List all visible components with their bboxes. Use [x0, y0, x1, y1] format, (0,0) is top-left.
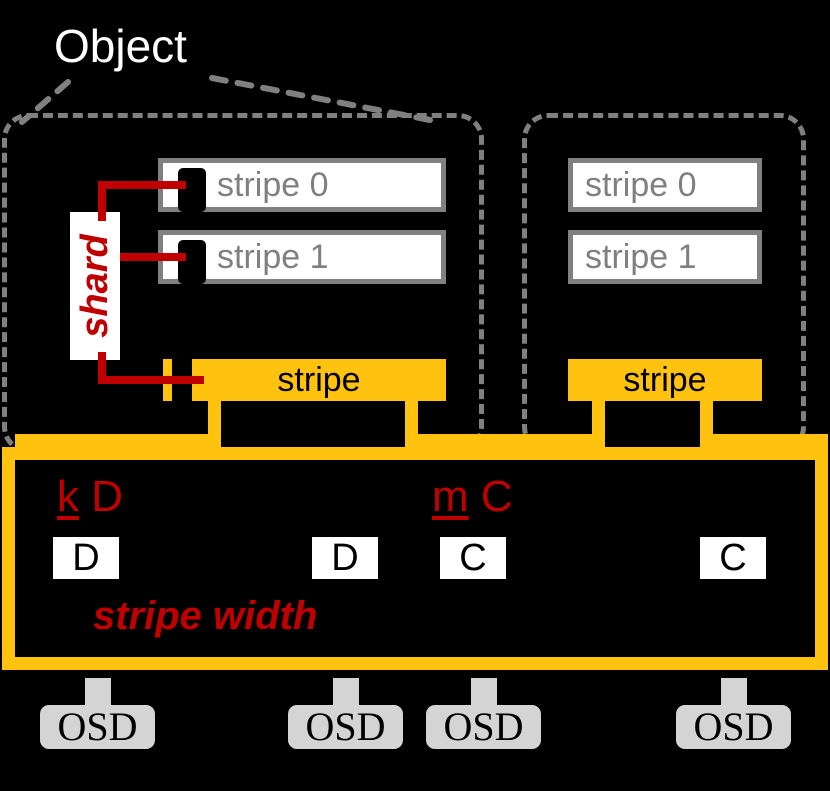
osd-stub	[333, 678, 359, 708]
stripe-row: stripe 0	[568, 158, 762, 212]
shard-connector-line	[98, 352, 106, 384]
shard-marker-icon	[178, 240, 206, 284]
chunk-box: D	[312, 537, 378, 579]
stripe-row-label: stripe 0	[217, 166, 329, 204]
stripe-row-label: stripe 1	[217, 238, 329, 276]
stripe-bar: stripe	[192, 359, 446, 401]
stripe-connector	[700, 434, 828, 447]
osd-box: OSD	[288, 705, 403, 749]
chunk-box: D	[53, 537, 119, 579]
chunk-box: C	[440, 537, 506, 579]
stripe-connector	[15, 434, 221, 447]
shard-marker-icon	[178, 168, 206, 212]
stripe-width-box	[2, 447, 828, 670]
osd-box: OSD	[676, 705, 791, 749]
shard-callout: shard	[70, 212, 120, 360]
stripe-width-label: stripe width	[93, 594, 318, 638]
stripe-row: stripe 0	[158, 158, 446, 212]
m-letter: m	[432, 472, 469, 521]
stripe-row: stripe 1	[568, 230, 762, 284]
m-chunk-letter: C	[480, 472, 513, 521]
chunk-box: C	[700, 537, 766, 579]
osd-stub	[721, 678, 747, 708]
page-title: Object	[54, 20, 187, 72]
osd-stub	[471, 678, 497, 708]
k-letter: k	[57, 472, 79, 521]
osd-stub	[85, 678, 111, 708]
stripe-row: stripe 1	[158, 230, 446, 284]
osd-box: OSD	[40, 705, 155, 749]
k-data-label: k D	[57, 474, 123, 520]
stripe-row-label: stripe 0	[585, 166, 697, 204]
osd-box: OSD	[426, 705, 541, 749]
shard-connector-line	[120, 253, 186, 261]
object-leader-lines	[19, 75, 433, 125]
shard-connector-line	[98, 376, 204, 384]
stripe-connector	[592, 401, 605, 447]
stripe-connector	[405, 434, 605, 447]
shard-label: shard	[74, 234, 116, 338]
shard-connector-line	[98, 181, 106, 221]
shard-connector-line	[98, 181, 186, 189]
k-chunk-letter: D	[91, 472, 124, 521]
stripe-bar: stripe	[568, 359, 762, 401]
m-coding-label: m C	[432, 474, 513, 520]
stripe-row-label: stripe 1	[585, 238, 697, 276]
